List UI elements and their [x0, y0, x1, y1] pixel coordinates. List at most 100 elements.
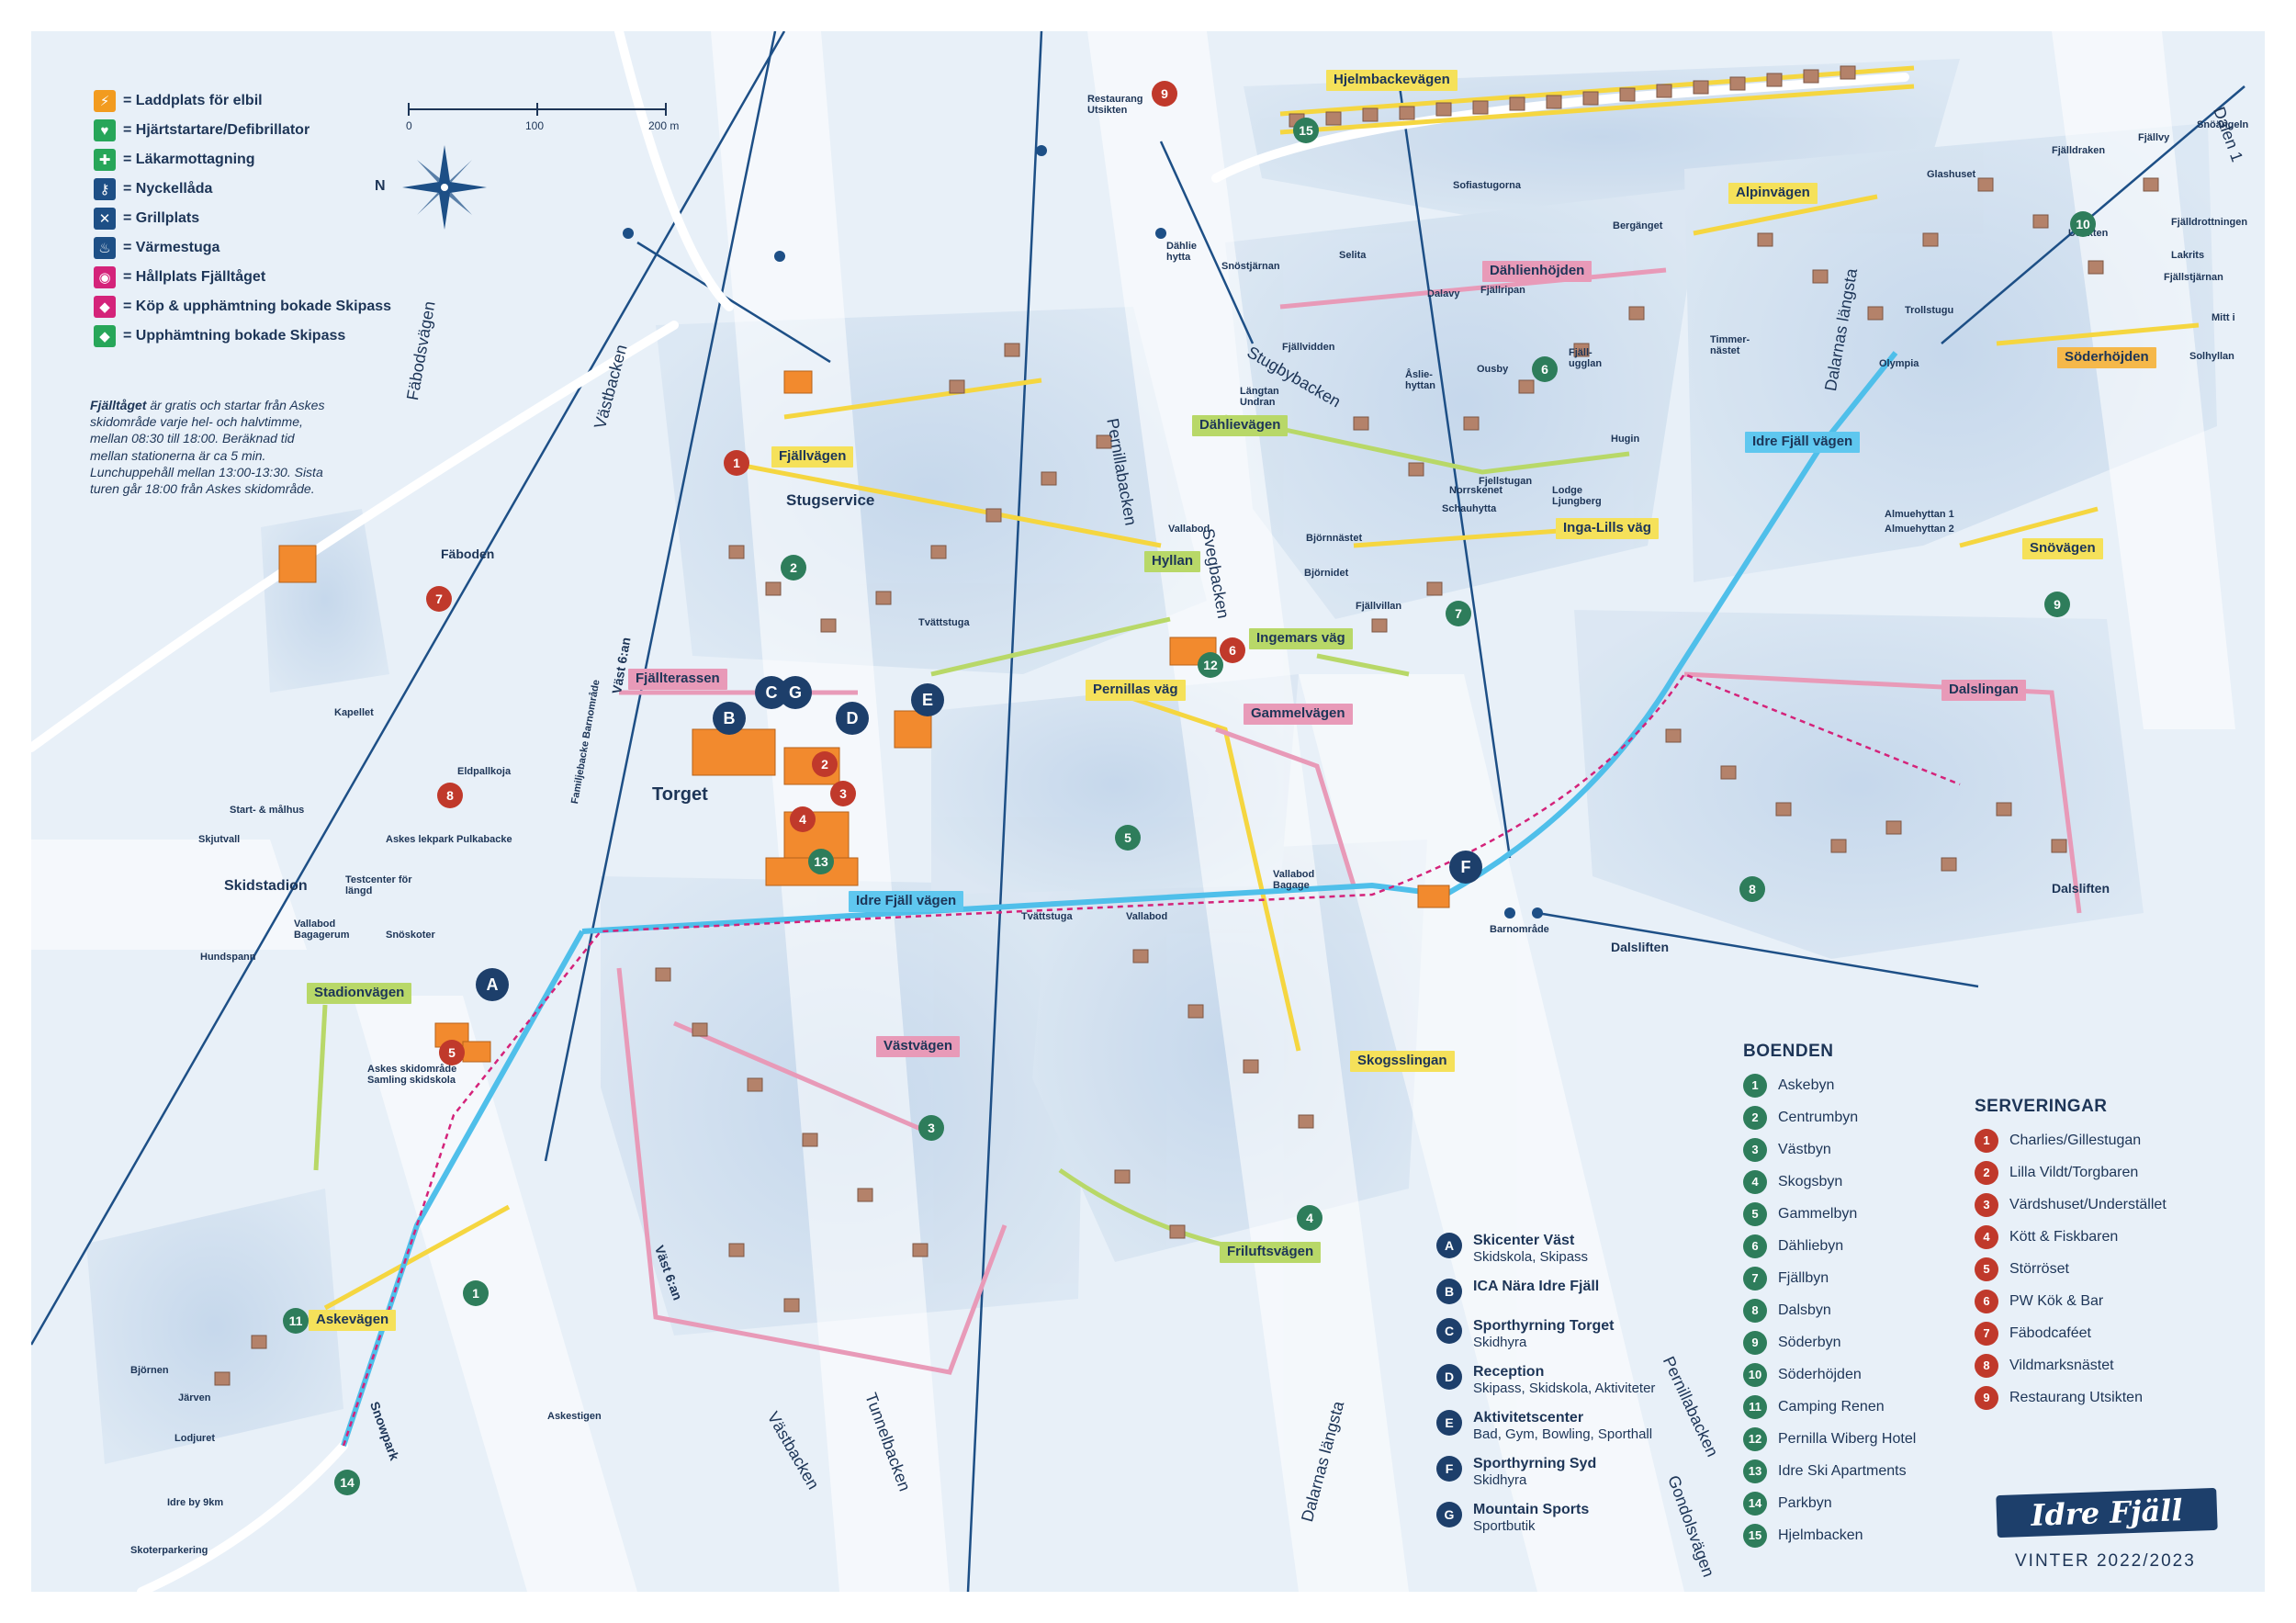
- restaurant-pin[interactable]: 7: [426, 586, 452, 612]
- lodging-pin[interactable]: 10: [2070, 211, 2096, 237]
- lodging-pin[interactable]: 5: [1115, 825, 1141, 851]
- place-label: Vallabod Bagagerum: [294, 919, 350, 941]
- slope-label: Dalsliften: [2052, 881, 2110, 896]
- road-label: Dalslingan: [1941, 680, 2026, 701]
- key-box-icon: ⚷: [94, 178, 116, 200]
- place-label: Norrskenet: [1449, 485, 1503, 496]
- lodging-pin[interactable]: 13: [808, 849, 834, 874]
- road-label: Snövägen: [2022, 538, 2103, 559]
- lodging-pin[interactable]: 15: [1293, 118, 1319, 143]
- place-label: Bergänget: [1613, 220, 1663, 231]
- road-label: Hyllan: [1144, 551, 1201, 572]
- legend-row: ♨ = Värmestuga: [94, 233, 391, 263]
- lodging-pin[interactable]: 11: [283, 1308, 309, 1334]
- place-label: Tvättstuga: [1021, 911, 1073, 922]
- lodging-pin[interactable]: 9: [2044, 592, 2070, 617]
- site-pin-b[interactable]: B: [713, 702, 746, 735]
- legend-row: ◆ = Köp & upphämtning bokade Skipass: [94, 292, 391, 321]
- road-label: Alpinvägen: [1728, 183, 1818, 204]
- restaurant-pin[interactable]: 1: [724, 450, 749, 476]
- slope-label: Dalsliften: [1611, 940, 1670, 954]
- restaurant-title: SERVERINGAR: [1975, 1097, 2108, 1116]
- restaurant-pin[interactable]: 5: [439, 1040, 465, 1065]
- lodging-pin[interactable]: 3: [918, 1115, 944, 1141]
- place-label: Skjutvall: [198, 834, 241, 845]
- legend-row: ◆ = Upphämtning bokade Skipass: [94, 321, 391, 351]
- service-desc: Skipass, Skidskola, Aktiviteter: [1473, 1381, 1656, 1396]
- lodging-pin[interactable]: 7: [1446, 601, 1471, 626]
- place-label: Hugin: [1611, 434, 1640, 445]
- place-label: Skidstadion: [224, 878, 308, 894]
- site-pin-a[interactable]: A: [476, 968, 509, 1001]
- skipass-buy-icon: ◆: [94, 296, 116, 318]
- lodging-pin[interactable]: 2: [781, 555, 806, 580]
- service-name: Sporthyrning Syd: [1473, 1456, 1597, 1471]
- slope-label: Askestigen: [547, 1411, 602, 1422]
- legend-label: = Läkarmottagning: [123, 152, 255, 167]
- road-label: Dählienhöjden: [1482, 261, 1593, 282]
- place-label: Fjällvy: [2138, 132, 2170, 143]
- restaurant-pin[interactable]: 4: [790, 806, 816, 832]
- place-label: Hundspann: [200, 952, 256, 963]
- legend: ⚡ = Laddplats för elbil ♥ = Hjärtstartar…: [94, 86, 391, 351]
- place-label: Torget: [652, 784, 708, 805]
- ev-charger-icon: ⚡: [94, 90, 116, 112]
- place-label: Fjälldrottningen: [2171, 217, 2248, 228]
- service-letter: A: [1436, 1233, 1462, 1258]
- place-label: Lakrits: [2171, 250, 2205, 261]
- place-label: Fjellstugan: [1479, 476, 1533, 487]
- train-route: [342, 672, 1961, 1447]
- site-pin-f[interactable]: F: [1449, 851, 1482, 884]
- road-label: Ingemars väg: [1249, 628, 1353, 649]
- skipass-pickup-icon: ◆: [94, 325, 116, 347]
- place-label: Olympia: [1879, 358, 1919, 369]
- restaurant-pin[interactable]: 2: [812, 751, 838, 777]
- site-pin-e[interactable]: E: [911, 683, 944, 716]
- scale-bar: 0 100 200 m: [406, 94, 683, 132]
- site-pin-d[interactable]: D: [836, 702, 869, 735]
- defibrillator-icon: ♥: [94, 119, 116, 141]
- legend-row: ✕ = Grillplats: [94, 204, 391, 233]
- service-name: Aktivitetscenter: [1473, 1410, 1584, 1426]
- lodging-pin[interactable]: 12: [1198, 652, 1223, 678]
- place-label: Snöstjärnan: [1221, 261, 1280, 272]
- place-label: Eldpallkoja: [457, 766, 512, 777]
- lodging-pin[interactable]: 14: [334, 1470, 360, 1495]
- legend-label: = Upphämtning bokade Skipass: [123, 328, 346, 344]
- scale-tick-label: 100: [525, 119, 545, 132]
- service-name: Skicenter Väst: [1473, 1233, 1575, 1248]
- season-label: VINTER 2022/2023: [2015, 1551, 2196, 1571]
- road-label: Hjelmbackevägen: [1326, 70, 1458, 91]
- legend-row: ⚡ = Laddplats för elbil: [94, 86, 391, 116]
- lodging-pin[interactable]: 1: [463, 1280, 489, 1306]
- legend-label: = Hållplats Fjälltåget: [123, 269, 266, 285]
- site-pin-g[interactable]: G: [779, 676, 812, 709]
- restaurant-pin[interactable]: 6: [1220, 637, 1245, 663]
- lodging-pin[interactable]: 4: [1297, 1205, 1322, 1231]
- restaurant-pin[interactable]: 3: [830, 781, 856, 806]
- restaurant-pin[interactable]: 8: [437, 783, 463, 808]
- lodging-pin[interactable]: 8: [1739, 876, 1765, 902]
- restaurant-pin[interactable]: 9: [1152, 81, 1177, 107]
- lodging-pin[interactable]: 6: [1532, 356, 1558, 382]
- place-label: Björnen: [130, 1365, 169, 1376]
- train-stop-icon: ◉: [94, 266, 116, 288]
- road-label: Fjällterassen: [628, 669, 727, 690]
- yellow-roads: [323, 65, 2200, 1311]
- place-label: Timmer-nästet: [1710, 334, 1750, 357]
